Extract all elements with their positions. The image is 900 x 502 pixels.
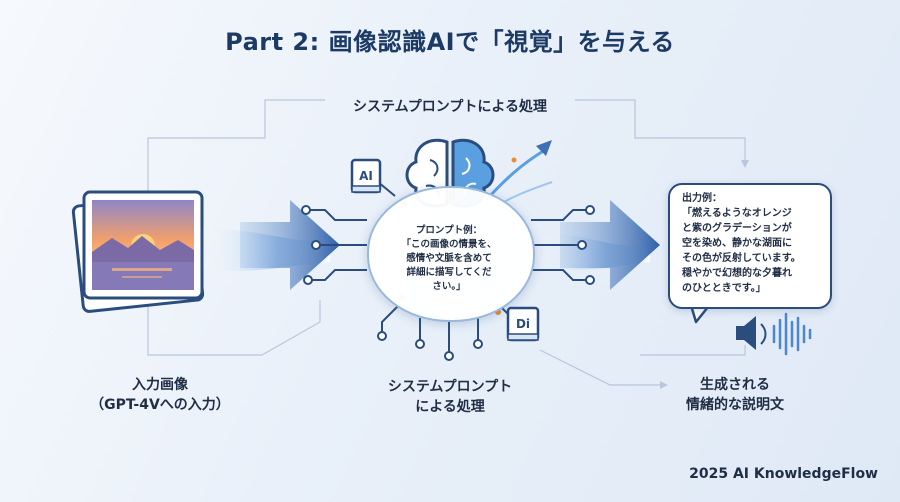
output-text-label: 生成される 情緒的な説明文	[655, 375, 815, 415]
prompt-example-circle	[367, 186, 535, 322]
ai-badge-label: AI	[359, 169, 373, 183]
connector-lines	[147, 99, 746, 386]
output-label-line1: 生成される	[700, 377, 770, 393]
di-badge-label: Di	[516, 317, 530, 331]
prompt-example-line: 感情や文脈を含めて	[406, 253, 492, 264]
system-prompt-label: システムプロンプト による処理	[355, 377, 545, 417]
output-example-text: 出力例： 「燃えるようなオレンジ と紫のグラデーションが 空を染め、静かな湖面に…	[682, 191, 822, 296]
output-example-line: 空を染め、静かな湖面に	[682, 238, 792, 249]
prompt-example-heading: プロンプト例：	[415, 225, 483, 236]
flow-arrow-right	[560, 200, 660, 290]
connector-arrowhead	[660, 381, 668, 389]
input-image-label: 入力画像 （GPT-4Vへの入力）	[75, 375, 245, 415]
di-book-icon	[506, 306, 540, 342]
output-example-line: のひとときです。」	[682, 283, 766, 294]
output-example-line: その色が反射しています。	[682, 253, 801, 264]
input-label-line1: 入力画像	[132, 377, 188, 393]
output-example-line: と紫のグラデーションが	[682, 223, 792, 234]
system-label-line1: システムプロンプト	[387, 379, 513, 395]
flow-arrow-left	[240, 200, 340, 290]
input-label-line2: （GPT-4Vへの入力）	[90, 397, 230, 413]
output-example-heading: 出力例：	[682, 193, 722, 204]
output-example-line: 「燃えるようなオレンジ	[682, 208, 792, 219]
system-label-line2: による処理	[415, 399, 485, 415]
prompt-example-line: 詳細に描写してくだ	[406, 267, 492, 278]
prompt-example-line: 「この画像の情景を、	[401, 239, 497, 250]
prompt-example-text: プロンプト例： 「この画像の情景を、 感情や文脈を含めて 詳細に描写してくだ さ…	[378, 224, 520, 294]
output-speech-bubble	[668, 183, 832, 309]
connector-arrowhead	[741, 160, 749, 168]
prompt-example-line: さい。」	[432, 281, 466, 292]
top-process-label: システムプロンプトによる処理	[353, 99, 547, 115]
footer-brand: 2025 AI KnowledgeFlow	[689, 466, 878, 482]
output-label-line2: 情緒的な説明文	[686, 397, 784, 413]
ai-book-icon	[350, 158, 382, 194]
page-title: Part 2: 画像認識AIで「視覚」を与える	[225, 28, 675, 56]
input-image-icon	[71, 190, 205, 313]
speaker-icon	[736, 316, 767, 350]
waveform-icon	[772, 312, 812, 356]
output-example-line: 穏やかで幻想的な夕暮れ	[682, 268, 792, 279]
